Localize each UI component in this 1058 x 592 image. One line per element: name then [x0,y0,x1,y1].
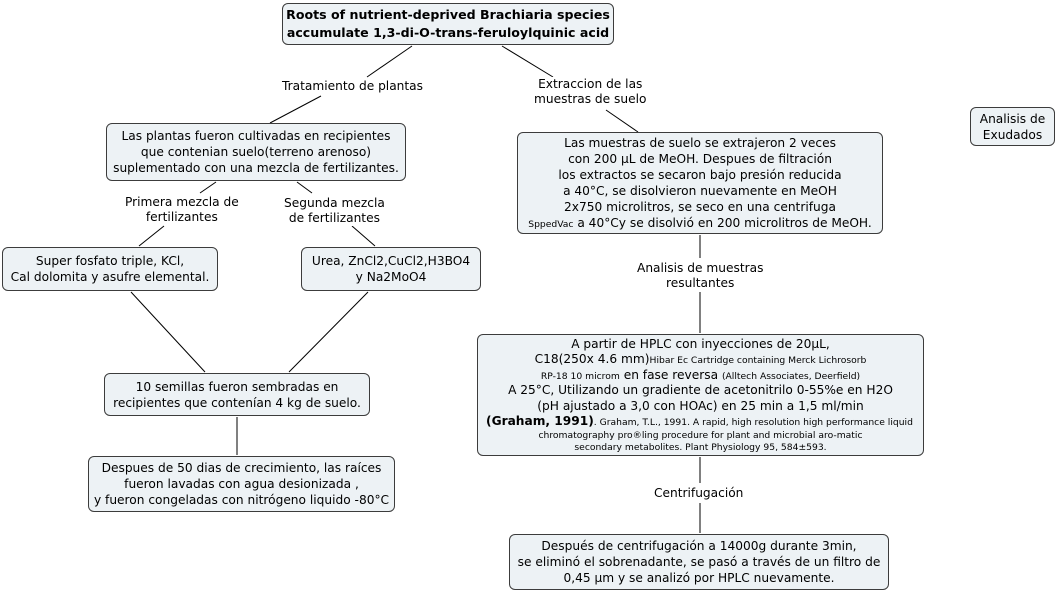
node-analisis-exudados[interactable]: Analisis de Exudados [970,107,1055,146]
node-muestras-line-5: 2x750 microlitros, se seco en una centri… [564,200,836,214]
node-hplc-cartridge: Hibar Ec Cartridge containing Merck Lich… [649,355,867,366]
connector-urea-semillas [288,291,369,373]
node-semillas-line-1: 10 semillas fueron sembradas en [135,379,339,394]
connector-plantas-segunda [296,181,313,194]
node-hplc-line-3: RP-18 10 microm en fase reversa (Alltech… [541,368,860,384]
title-node[interactable]: Roots of nutrient-deprived Brachiaria sp… [282,3,614,45]
node-semillas-line-2: recipientes que contenían 4 kg de suelo. [113,395,361,410]
connector-tratamiento-plantas [269,95,322,124]
node-muestras-line-3: los extractos se secaron bajo presión re… [558,168,842,182]
node-hplc-citation: (Graham, 1991) [486,414,594,428]
label-segunda-mezcla: Segunda mezcla de fertilizantes [282,196,387,226]
connector-title-tratamiento [366,45,413,78]
node-centrifugacion[interactable]: Después de centrifugación a 14000g duran… [509,534,889,590]
node-muestras-line-6-rest: a 40°Cy se disolvió en 200 microlitros d… [573,216,872,230]
label-centrifugacion: Centrifugación [652,486,746,501]
connector-title-extraccion [501,45,554,78]
label-extraccion-line-1: Extraccion de las [538,77,643,91]
node-muestras-line-2: con 200 µL de MeOH. Despues de filtració… [568,152,832,166]
node-hplc-line-2: C18(250x 4.6 mm)Hibar Ec Cartridge conta… [535,352,867,368]
node-hplc-line-4: A 25°C, Utilizando un gradiente de aceto… [508,383,893,397]
title-line-1: Roots of nutrient-deprived Brachiaria sp… [286,7,610,22]
label-extraccion-line-2: muestras de suelo [534,92,647,106]
node-hplc-reference-3: secondary metabolites. Plant Physiology … [574,441,827,453]
node-exudados-line-1: Analisis de [979,111,1046,126]
node-semillas[interactable]: 10 semillas fueron sembradas en recipien… [104,373,370,416]
node-urea-line-1: Urea, ZnCl2,CuCl2,H3BO4 [311,254,471,268]
node-muestras-line-4: a 40°C, se disolvieron nuevamente en MeO… [563,184,837,198]
label-extraccion: Extraccion de las muestras de suelo [532,77,649,107]
node-urea[interactable]: Urea, ZnCl2,CuCl2,H3BO4 y Na2MoO4 [301,247,481,291]
node-exudados-line-2: Exudados [982,127,1043,142]
node-hplc-fase: en fase reversa [619,367,722,382]
label-analisis-line-2: resultantes [666,276,735,290]
node-muestras-line-1: Las muestras de suelo se extrajeron 2 ve… [564,136,836,150]
node-muestras-suelo[interactable]: Las muestras de suelo se extrajeron 2 ve… [517,132,883,234]
connector-plantas-primera [199,181,217,194]
label-centrifugacion-text: Centrifugación [654,486,744,500]
node-superfosfato-line-1: Super fosfato triple, KCl, [35,254,185,268]
node-superfosfato-line-2: Cal dolomita y asufre elemental. [10,270,210,284]
label-primera-line-2: fertilizantes [145,210,218,224]
node-centrifugacion-line-2: se eliminó el sobrenadante, se pasó a tr… [517,555,881,569]
node-plantas[interactable]: Las plantas fueron cultivadas en recipie… [106,123,406,181]
label-analisis-resultantes: Analisis de muestras resultantes [635,261,766,291]
node-muestras-speedvac: SppedVac [528,219,574,230]
node-hplc-alltech: (Alltech Associates, Deerfield) [721,370,861,382]
node-plantas-line-2: que contenian suelo(terreno arenoso) [140,145,372,159]
node-urea-line-2: y Na2MoO4 [355,270,427,284]
connector-primera-superfosfato [138,225,165,247]
node-despues50-line-1: Despues de 50 dias de crecimiento, las r… [101,461,382,475]
label-segunda-line-1: Segunda mezcla [284,196,385,210]
connector-superfosfato-semillas [130,291,206,373]
node-hplc-reference-2: chromatography pro®ling procedure for pl… [538,429,863,441]
label-tratamiento: Tratamiento de plantas [280,79,425,94]
node-despues50-line-3: y fueron congeladas con nitrógeno liquid… [93,493,390,507]
node-centrifugacion-line-1: Después de centrifugación a 14000g duran… [541,539,857,553]
node-hplc-line-6: (Graham, 1991). Graham, T.L., 1991. A ra… [482,414,913,430]
title-line-2: accumulate 1,3-di-O-trans-feruloylquinic… [286,25,610,40]
label-segunda-line-2: de fertilizantes [288,211,380,225]
node-despues-50-dias[interactable]: Despues de 50 dias de crecimiento, las r… [88,456,395,512]
connector-extraccion-muestras [605,109,639,133]
node-hplc-column: C18(250x 4.6 mm) [534,352,650,366]
label-analisis-line-1: Analisis de muestras [637,261,764,275]
node-centrifugacion-line-3: 0,45 µm y se analizó por HPLC nuevamente… [563,571,835,585]
node-superfosfato[interactable]: Super fosfato triple, KCl, Cal dolomita … [2,247,218,291]
node-despues50-line-2: fueron lavadas con agua desionizada , [124,477,359,491]
label-tratamiento-text: Tratamiento de plantas [282,79,423,93]
node-plantas-line-1: Las plantas fueron cultivadas en recipie… [121,129,391,143]
label-primera-mezcla: Primera mezcla de fertilizantes [123,195,241,225]
node-hplc-reference-1: . Graham, T.L., 1991. A rapid, high reso… [593,417,913,428]
node-hplc[interactable]: A partir de HPLC con inyecciones de 20µL… [477,334,924,456]
node-muestras-line-6: SppedVac a 40°Cy se disolvió en 200 micr… [528,215,872,231]
node-hplc-line-1: A partir de HPLC con inyecciones de 20µL… [571,336,830,351]
node-hplc-rp18: RP-18 10 microm [540,370,620,382]
label-primera-line-1: Primera mezcla de [125,195,239,209]
node-plantas-line-3: suplementado con una mezcla de fertiliza… [113,161,399,175]
connector-segunda-urea [351,225,376,247]
node-hplc-line-5: (pH ajustado a 3,0 con HOAc) en 25 min a… [537,398,864,413]
